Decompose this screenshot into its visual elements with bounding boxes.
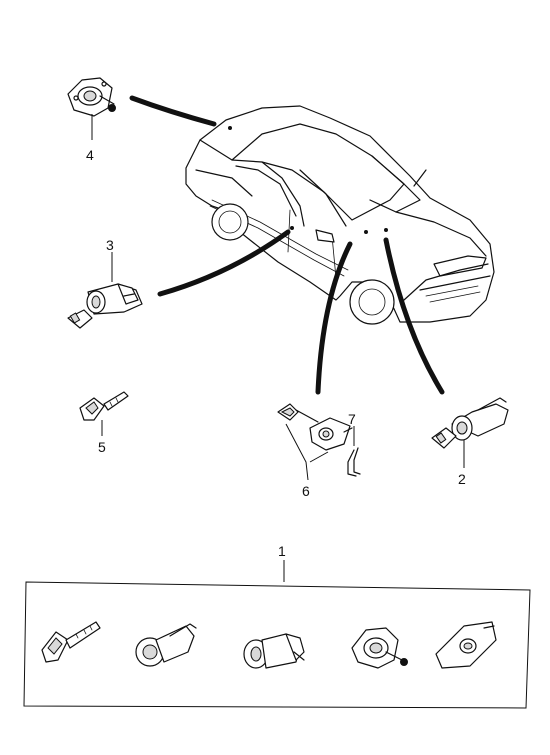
retaining-clip (347, 447, 361, 477)
kit-trunk-lock (351, 627, 408, 669)
leader-hood-lock (315, 241, 353, 395)
callout-2: 2 (458, 471, 466, 487)
key (79, 391, 129, 421)
leader-door-lock (157, 229, 291, 297)
kit-box-frame (23, 581, 531, 709)
ignition-lock-cylinder (431, 397, 509, 449)
callout-6: 6 (302, 483, 310, 499)
callout-7: 7 (348, 411, 356, 427)
callout-4: 4 (86, 147, 94, 163)
trunk-lock-cylinder (67, 77, 116, 117)
door-lock-cylinder (67, 283, 143, 329)
callout-3: 3 (106, 237, 114, 253)
kit-door-lock (243, 633, 305, 669)
car-illustration (185, 105, 495, 325)
kit-key (41, 621, 101, 663)
leader-lines (129, 95, 445, 395)
kit-ignition-lock (135, 623, 197, 667)
callout-1: 1 (278, 543, 286, 559)
leader-ignition-lock (383, 237, 445, 395)
kit-hood-lock (435, 621, 497, 669)
hood-lock-assembly (277, 403, 353, 451)
leader-trunk-lock (129, 95, 217, 127)
callout-5: 5 (98, 439, 106, 455)
